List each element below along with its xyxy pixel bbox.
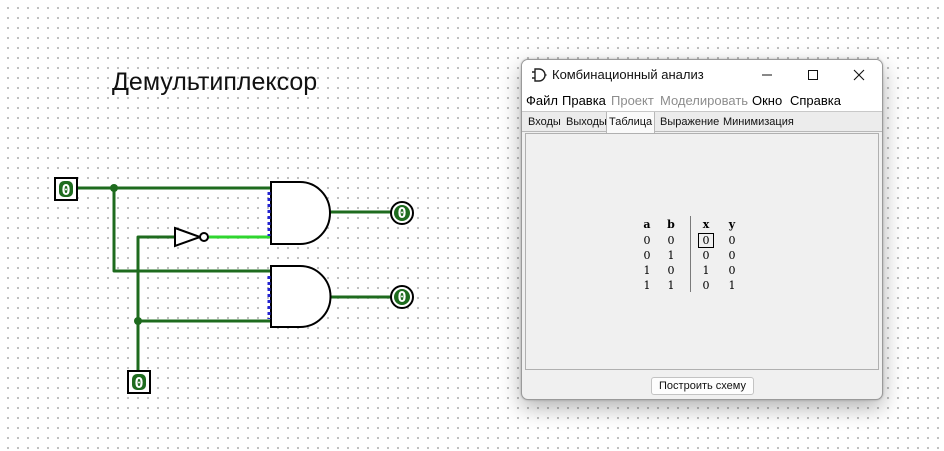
- cell-b: 1: [667, 279, 675, 292]
- cell-x[interactable]: 0: [702, 234, 710, 247]
- maximize-button[interactable]: [790, 60, 836, 90]
- circuit-title: Демультиплексор: [112, 68, 318, 96]
- header-b: b: [667, 218, 675, 231]
- cell-a: 0: [643, 234, 651, 247]
- tab-outputs[interactable]: Выходы: [566, 116, 607, 128]
- input-a-value: 0: [61, 181, 70, 199]
- not-gate: [174, 226, 203, 248]
- cell-y[interactable]: 1: [728, 279, 736, 292]
- cell-x[interactable]: 1: [702, 264, 710, 277]
- tab-table[interactable]: Таблица: [606, 112, 656, 133]
- minimize-button[interactable]: [744, 60, 790, 90]
- menu-file[interactable]: Файл: [526, 93, 558, 108]
- and-gate-top: [270, 181, 331, 245]
- header-y: y: [728, 218, 736, 231]
- selected-cell[interactable]: [698, 233, 714, 248]
- output-pin-y: 0: [390, 285, 414, 309]
- wire-b-vertical: [136, 235, 176, 372]
- tab-expression[interactable]: Выражение: [660, 116, 720, 128]
- input-pin-a[interactable]: 0: [54, 177, 78, 201]
- tab-bar: Входы Выходы Таблица Выражение Минимизац…: [522, 111, 882, 133]
- input-b-value: 0: [134, 374, 143, 392]
- logisim-gate-icon: [532, 68, 547, 82]
- input-pin-b[interactable]: 0: [127, 370, 151, 394]
- menu-simulate[interactable]: Моделировать: [660, 93, 749, 108]
- menu-project[interactable]: Проект: [611, 93, 654, 108]
- cell-a: 0: [643, 249, 651, 262]
- menu-window[interactable]: Окно: [752, 93, 783, 108]
- cell-b: 1: [667, 249, 675, 262]
- cell-b: 0: [667, 234, 675, 247]
- maximize-icon: [808, 70, 818, 80]
- wire-a-branch: [112, 186, 272, 273]
- menu-bar: Файл Правка Проект Моделировать Окно Спр…: [522, 90, 882, 111]
- header-x: x: [702, 218, 710, 231]
- output-y-value: 0: [397, 288, 406, 306]
- close-button[interactable]: [836, 60, 882, 90]
- cell-y[interactable]: 0: [728, 234, 736, 247]
- and-gate-bottom: [270, 265, 332, 328]
- cell-a: 1: [643, 279, 651, 292]
- tab-inputs[interactable]: Входы: [528, 116, 561, 128]
- menu-help[interactable]: Справка: [790, 93, 841, 108]
- cell-x[interactable]: 0: [702, 249, 710, 262]
- cell-y[interactable]: 0: [728, 264, 736, 277]
- cell-x[interactable]: 0: [702, 279, 710, 292]
- column-separator: [690, 216, 691, 292]
- build-circuit-button[interactable]: Построить схему: [651, 377, 754, 395]
- table-panel[interactable]: a b x y 0 0 0 0 0 1 0 0 1 0 1 0 1 1 0 1: [525, 133, 879, 370]
- not-gate-bubble: [199, 232, 209, 242]
- menu-edit[interactable]: Правка: [562, 93, 606, 108]
- junction-dot: [134, 317, 142, 325]
- tab-minimization[interactable]: Минимизация: [723, 116, 794, 128]
- combinational-analysis-window[interactable]: Комбинационный анализ Файл Правка Проект…: [521, 59, 883, 400]
- cell-y[interactable]: 0: [728, 249, 736, 262]
- window-title: Комбинационный анализ: [552, 67, 704, 82]
- close-icon: [853, 69, 865, 81]
- junction-dot: [110, 184, 118, 192]
- output-x-value: 0: [397, 204, 406, 222]
- output-pin-x: 0: [390, 201, 414, 225]
- header-a: a: [643, 218, 651, 231]
- cell-b: 0: [667, 264, 675, 277]
- cell-a: 1: [643, 264, 651, 277]
- title-bar[interactable]: Комбинационный анализ: [522, 60, 882, 90]
- minimize-icon: [762, 74, 772, 76]
